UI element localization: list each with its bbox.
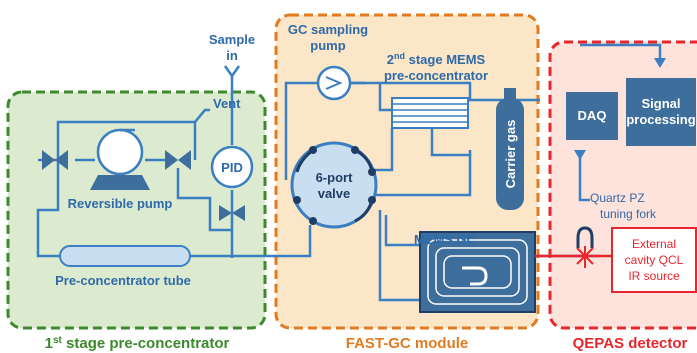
- daq-box: [566, 92, 618, 140]
- gc-sampling-pump-icon: [316, 65, 352, 101]
- sample-inlet-icon: [223, 65, 241, 79]
- tuning-fork-icon: [576, 226, 594, 248]
- title-fastgc: FAST-GC module: [346, 335, 469, 352]
- reversible-pump-base: [90, 175, 150, 190]
- label-signal-2: processing: [626, 112, 695, 127]
- mems-gc-chip-icon: [419, 231, 536, 313]
- label-reversible-pump: Reversible pump: [68, 196, 173, 211]
- preconcentrator-module-box: [6, 90, 267, 330]
- label-tuning-2: tuning fork: [600, 207, 657, 221]
- carrier-gas-cylinder-icon: [496, 98, 524, 210]
- label-signal-1: Signal: [641, 96, 680, 111]
- reversible-pump-icon: [96, 128, 144, 176]
- signal-processing-box: [626, 78, 696, 146]
- label-qcl-2: cavity QCL: [625, 253, 684, 267]
- six-port-valve-icon: [290, 141, 378, 229]
- label-vent: Vent: [213, 96, 241, 111]
- title-preconcentrator: 1st stage pre-concentrator: [45, 335, 230, 352]
- label-preconc-tube: Pre-concentrator tube: [55, 273, 191, 288]
- preconcentrator-tube-icon: [59, 245, 191, 267]
- label-mems-gc: MEMS GC: [414, 232, 477, 247]
- label-mems-pre-1: 2nd stage MEMS: [387, 51, 486, 67]
- label-tuning-1: Quartz PZ: [590, 191, 645, 205]
- label-valve-2: valve: [318, 186, 351, 201]
- label-gc-pump-1: GC sampling: [288, 22, 368, 37]
- title-qepas: QEPAS detector: [573, 335, 688, 352]
- label-sample-in-2: in: [226, 48, 238, 63]
- label-qcl-3: IR source: [628, 269, 680, 283]
- label-gc-pump-2: pump: [310, 38, 345, 53]
- laser-spark-icon: [574, 246, 596, 268]
- pid-detector-icon: [210, 145, 254, 189]
- label-mems-pre-2: pre-concentrator: [384, 68, 488, 83]
- mems-preconcentrator-icon: [391, 97, 469, 129]
- label-valve-1: 6-port: [316, 170, 354, 185]
- label-pid: PID: [221, 160, 243, 175]
- label-carrier-gas: Carrier gas: [503, 120, 518, 189]
- label-sample-in-1: Sample: [209, 32, 255, 47]
- qcl-source-box: [611, 227, 697, 293]
- label-daq: DAQ: [578, 108, 607, 123]
- label-qcl-1: External: [632, 237, 676, 251]
- valve-icons: [42, 150, 245, 221]
